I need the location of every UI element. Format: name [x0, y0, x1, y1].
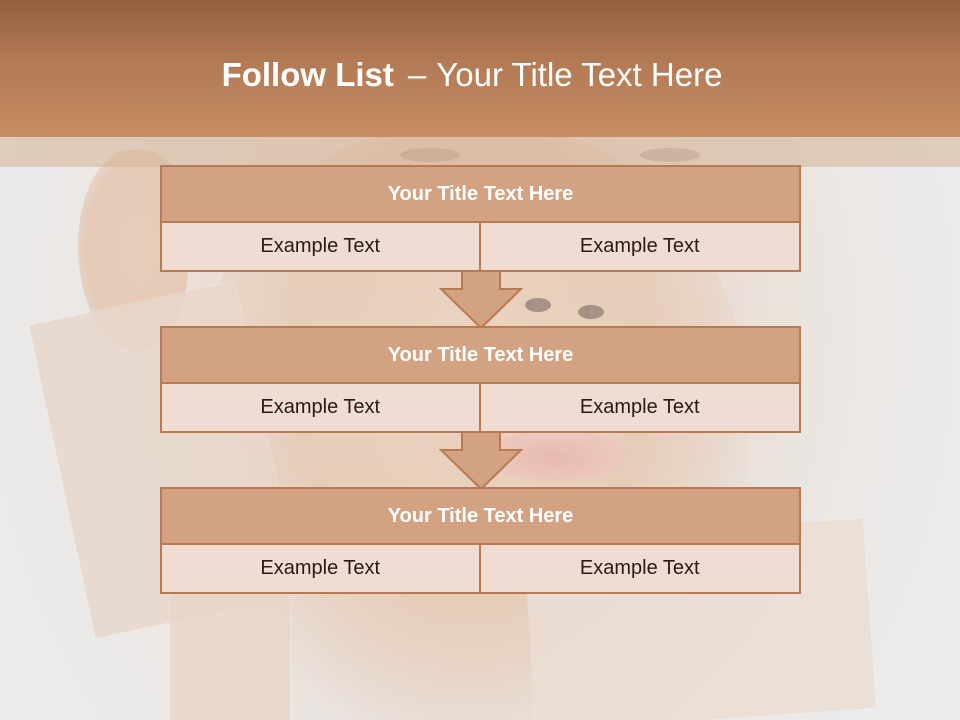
block-cell-left: Example Text	[160, 223, 481, 272]
block-cell-right: Example Text	[480, 223, 801, 272]
block-cell-left: Example Text	[160, 384, 481, 433]
title-bar	[0, 0, 960, 137]
flow-block-2: Your Title Text Here Example Text Exampl…	[160, 326, 801, 433]
block-title: Your Title Text Here	[160, 165, 801, 223]
slide-title-separator: –	[407, 56, 427, 93]
down-arrow-icon	[438, 270, 524, 330]
down-arrow-icon	[438, 431, 524, 491]
flow-block-3: Your Title Text Here Example Text Exampl…	[160, 487, 801, 594]
title-bar-strip	[0, 137, 960, 167]
block-title: Your Title Text Here	[160, 487, 801, 545]
block-title: Your Title Text Here	[160, 326, 801, 384]
slide-title: Follow List–Your Title Text Here	[0, 52, 952, 98]
block-cell-right: Example Text	[480, 384, 801, 433]
block-cell-left: Example Text	[160, 545, 481, 594]
slide-title-rest: Your Title Text Here	[436, 56, 723, 93]
block-cell-right: Example Text	[480, 545, 801, 594]
slide-title-bold: Follow List	[221, 56, 394, 93]
flow-block-1: Your Title Text Here Example Text Exampl…	[160, 165, 801, 272]
